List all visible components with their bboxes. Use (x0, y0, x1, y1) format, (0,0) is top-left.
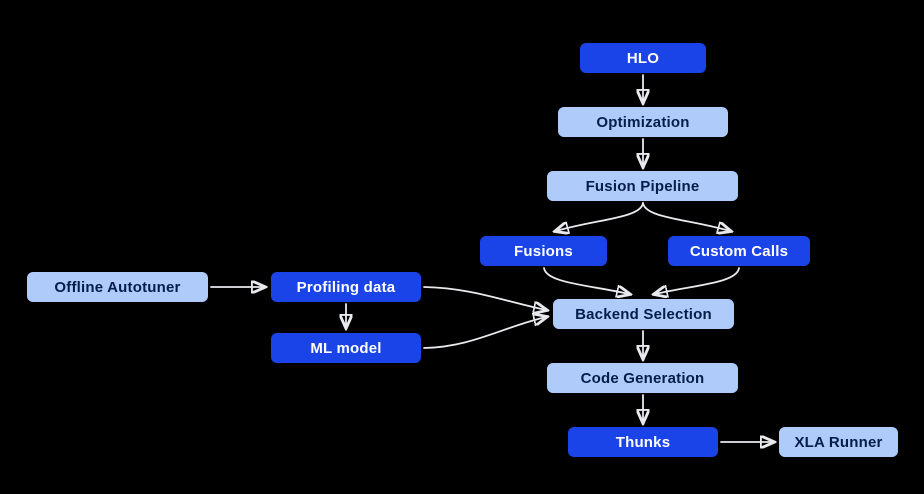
edge-custom-calls-backend-selection (655, 267, 740, 294)
node-thunks: Thunks (568, 427, 718, 457)
edge-ml-model-backend-selection (423, 317, 546, 349)
node-fusion-pipeline: Fusion Pipeline (547, 171, 738, 201)
node-optimization: Optimization (558, 107, 728, 137)
edge-fusion-pipeline-custom-calls (642, 202, 730, 231)
node-code-generation: Code Generation (547, 363, 738, 393)
node-profiling-data: Profiling data (271, 272, 421, 302)
node-ml-model: ML model (271, 333, 421, 363)
node-xla-runner: XLA Runner (779, 427, 898, 457)
node-hlo: HLO (580, 43, 706, 73)
node-offline-autotuner: Offline Autotuner (27, 272, 208, 302)
node-fusions: Fusions (480, 236, 607, 266)
edge-fusion-pipeline-fusions (556, 202, 644, 231)
node-backend-selection: Backend Selection (553, 299, 734, 329)
node-custom-calls: Custom Calls (668, 236, 810, 266)
edge-fusions-backend-selection (543, 267, 629, 294)
edge-profiling-data-backend-selection (423, 286, 546, 310)
